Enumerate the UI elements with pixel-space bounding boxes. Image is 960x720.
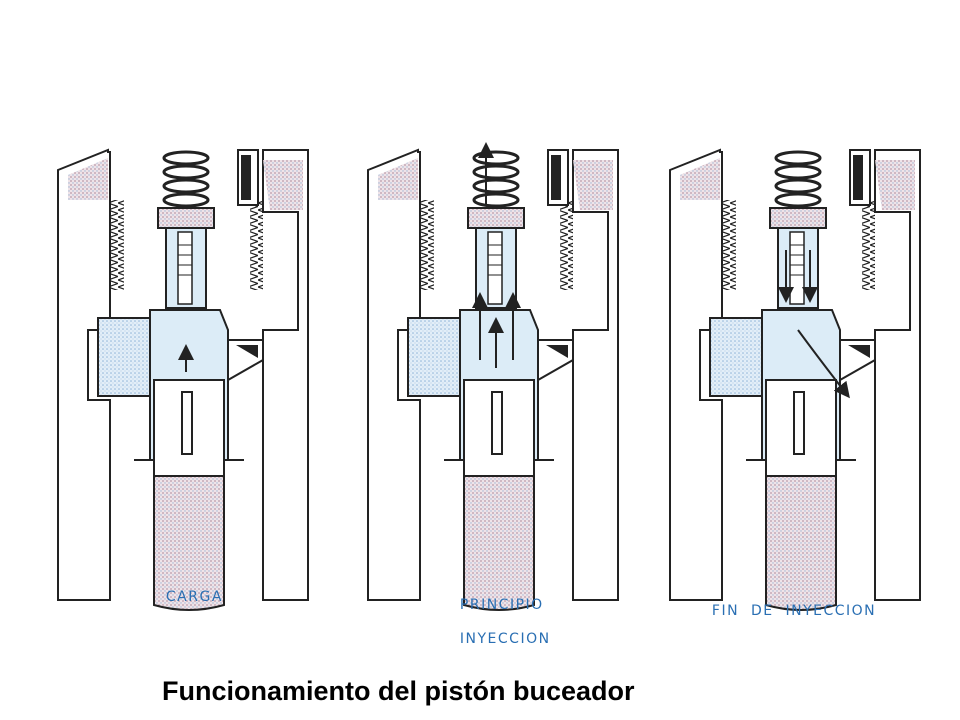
pump-section-principio-inyeccion — [366, 142, 620, 612]
stage-label-carga: CARGA — [154, 572, 223, 606]
label-line: INYECCION — [459, 631, 551, 647]
pump-section-carga — [56, 148, 310, 612]
flow-arrow-icon — [797, 329, 850, 399]
label-line: CARGA — [165, 589, 223, 605]
stage-label-principio-inyeccion: PRINCIPIO INYECCION — [448, 580, 551, 648]
label-line: PRINCIPIO — [459, 597, 544, 613]
stage-label-fin-inyeccion: FIN DE INYECCION — [700, 586, 876, 620]
pump-section-fin-inyeccion — [668, 148, 922, 612]
label-line: FIN DE INYECCION — [711, 603, 877, 619]
figure-caption: Funcionamiento del pistón buceador — [162, 676, 635, 706]
